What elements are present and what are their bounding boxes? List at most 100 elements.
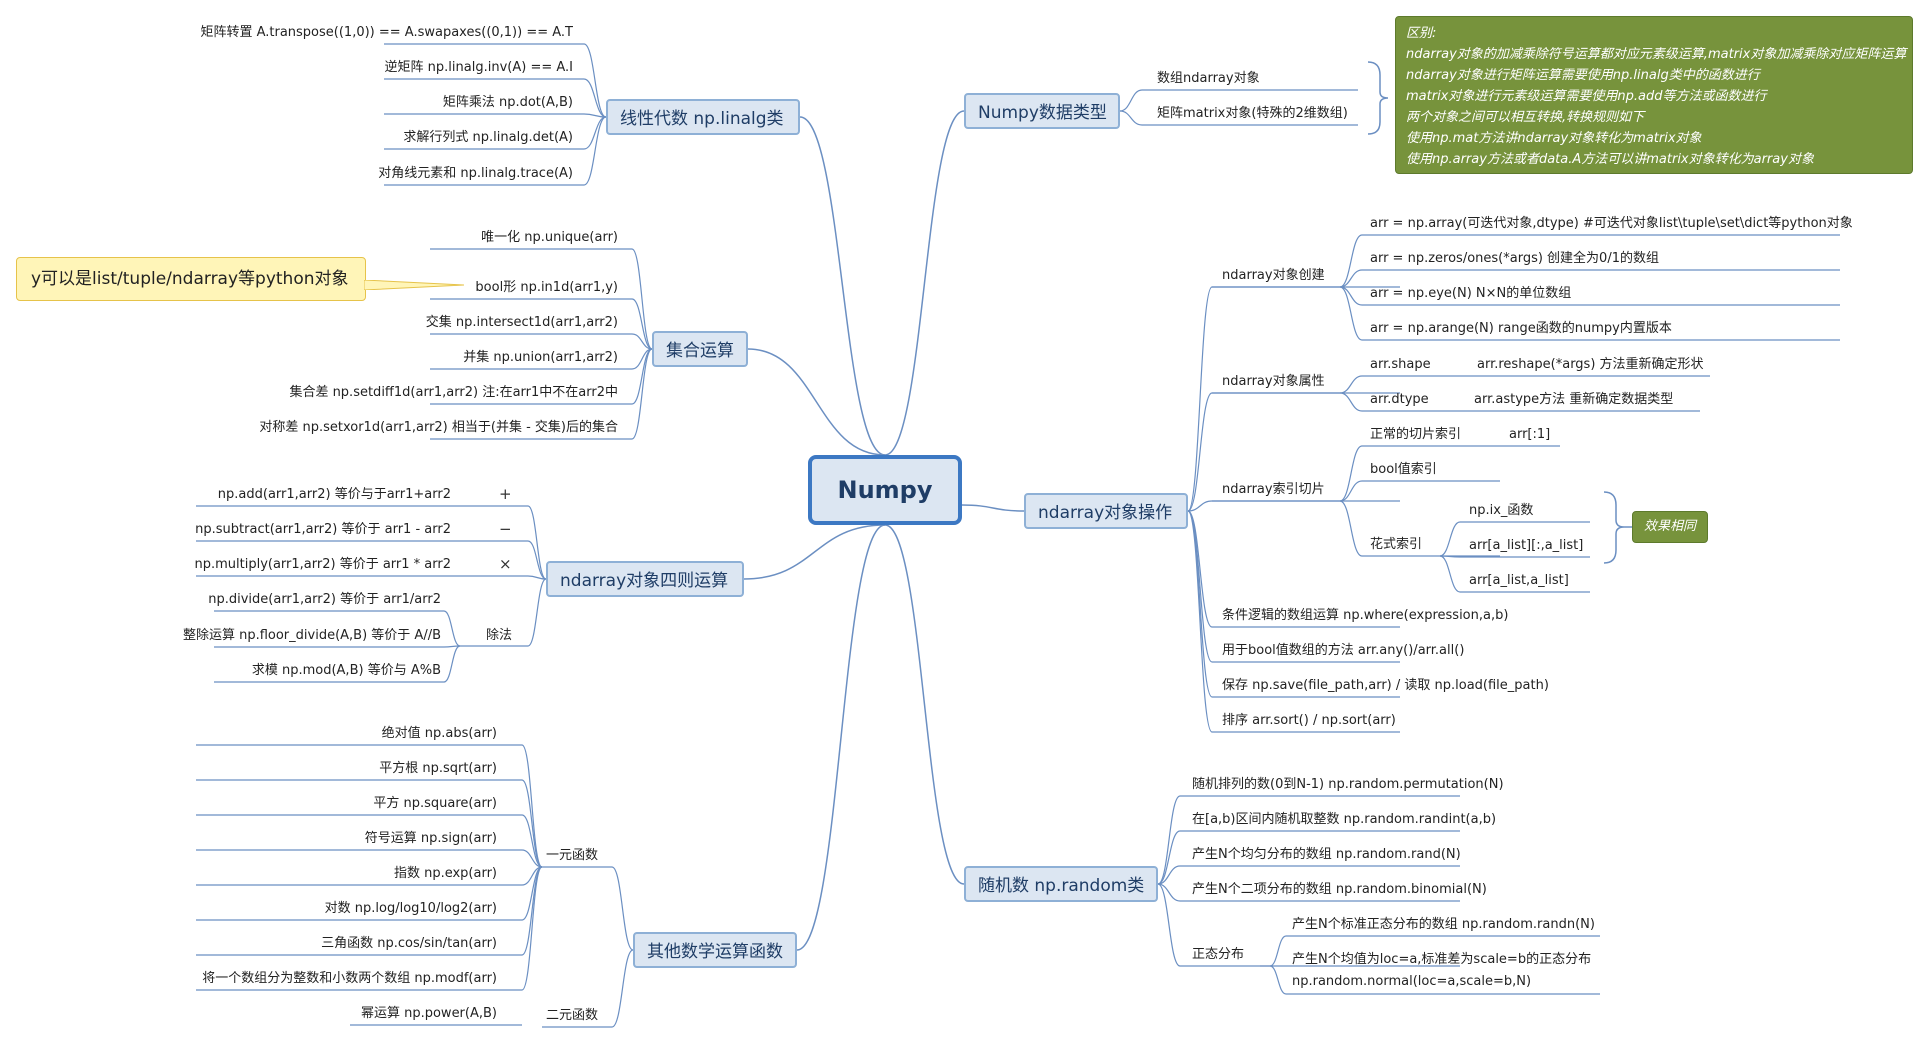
connector — [799, 116, 886, 456]
connector — [521, 744, 543, 868]
random-item: 在[a,b)区间内随机取整数 np.random.randint(a,b) — [1192, 812, 1497, 827]
binary-label: 二元函数 — [546, 1008, 599, 1023]
unary-item: 对数 np.log/log10/log2(arr) — [324, 901, 497, 916]
normal-item: np.random.normal(loc=a,scale=b,N) — [1292, 974, 1532, 989]
unary-item: 符号运算 np.sign(arr) — [364, 831, 497, 846]
branch-math[interactable]: 其他数学运算函数 — [633, 932, 797, 968]
arith-item: np.add(arr1,arr2) 等价与于arr1+arr2 — [217, 487, 451, 502]
connector — [583, 43, 607, 118]
fancy-item: arr[a_list,a_list] — [1469, 573, 1569, 588]
connector — [1187, 392, 1213, 512]
connector — [1157, 795, 1181, 885]
connector — [1187, 510, 1213, 698]
ndops-item: 用于bool值数组的方法 arr.any()/arr.all() — [1222, 643, 1465, 658]
same-effect-note: 效果相同 — [1632, 511, 1708, 543]
connector — [1339, 269, 1363, 288]
connector — [521, 866, 543, 956]
times-operator: × — [499, 555, 512, 573]
connector — [631, 298, 653, 350]
connector — [631, 333, 653, 350]
slice-value: arr[:1] — [1509, 427, 1551, 442]
connector — [796, 524, 886, 951]
note-line: ndarray对象进行矩阵运算需要使用np.linalg类中的函数进行 — [1406, 68, 1760, 83]
sets-item: 对称差 np.setxor1d(arr1,arr2) 相当于(并集 - 交集)后… — [259, 420, 618, 435]
create-item: arr = np.arange(N) range函数的numpy内置版本 — [1370, 321, 1672, 336]
callout-note: y可以是list/tuple/ndarray等python对象 — [16, 257, 366, 301]
sets-item: 并集 np.union(arr1,arr2) — [463, 350, 618, 365]
random-item: 随机排列的数(0到N-1) np.random.permutation(N) — [1192, 777, 1504, 792]
connector — [1603, 491, 1625, 564]
connector — [583, 113, 607, 118]
connector — [521, 849, 543, 868]
connector — [583, 78, 607, 118]
connector — [1339, 375, 1363, 394]
connector — [1339, 500, 1363, 557]
arith-item: 求模 np.mod(A,B) 等价与 A%B — [251, 663, 441, 678]
note-line: ndarray对象的加减乘除符号运算都对应元素级运算,matrix对象加减乘除对… — [1406, 47, 1907, 62]
connector — [1187, 500, 1213, 512]
connector — [1119, 110, 1143, 126]
connector — [1187, 510, 1213, 663]
arith-item: np.multiply(arr1,arr2) 等价于 arr1 * arr2 — [194, 557, 451, 572]
connector — [631, 248, 653, 350]
attr-label: ndarray对象属性 — [1222, 374, 1325, 389]
fancy-item: arr[a_list][:,a_list] — [1469, 538, 1584, 553]
connector — [1439, 555, 1461, 593]
types-item: 数组ndarray对象 — [1157, 71, 1260, 86]
linalg-item: 矩阵转置 A.transpose((1,0)) == A.swapaxes((0… — [200, 25, 573, 40]
connector — [747, 348, 886, 456]
connector — [884, 110, 965, 456]
bool-index-label: bool值索引 — [1370, 462, 1437, 477]
arith-item: np.divide(arr1,arr2) 等价于 arr1/arr2 — [208, 592, 441, 607]
linalg-item: 求解行列式 np.linalg.det(A) — [403, 130, 573, 145]
attr-value: arr.reshape(*args) 方法重新确定形状 — [1477, 357, 1704, 372]
normal-item: 产生N个均值为loc=a,标准差为scale=b的正态分布 — [1292, 952, 1592, 967]
types-item: 矩阵matrix对象(特殊的2维数组) — [1157, 106, 1348, 121]
attr-key: arr.dtype — [1370, 392, 1429, 407]
branch-linalg[interactable]: 线性代数 np.linalg类 — [606, 99, 800, 135]
create-label: ndarray对象创建 — [1222, 268, 1325, 283]
sets-item: bool形 np.in1d(arr1,y) — [475, 280, 618, 295]
note-line: 区别: — [1406, 26, 1437, 41]
branch-arith[interactable]: ndarray对象四则运算 — [546, 561, 744, 597]
connector — [583, 116, 607, 150]
sets-item: 交集 np.intersect1d(arr1,arr2) — [425, 315, 618, 330]
create-item: arr = np.eye(N) N×N的单位数组 — [1370, 286, 1572, 301]
arith-item: 整除运算 np.floor_divide(A,B) 等价于 A//B — [182, 628, 441, 643]
note-line: 使用np.mat方法讲ndarray对象转化为matrix对象 — [1406, 131, 1702, 146]
connector — [443, 645, 461, 683]
binary-item: 幂运算 np.power(A,B) — [360, 1006, 497, 1021]
connector — [521, 779, 543, 868]
connector — [631, 348, 653, 440]
connector — [611, 866, 634, 951]
unary-item: 绝对值 np.abs(arr) — [381, 726, 497, 741]
connector — [1157, 865, 1181, 885]
sets-item: 集合差 np.setdiff1d(arr1,arr2) 注:在arr1中不在ar… — [289, 385, 618, 400]
branch-types[interactable]: Numpy数据类型 — [964, 93, 1120, 129]
minus-operator: − — [499, 520, 512, 538]
branch-sets[interactable]: 集合运算 — [652, 331, 748, 367]
note-line: 两个对象之间可以相互转换,转换规则如下 — [1406, 110, 1645, 125]
connector — [1339, 480, 1363, 502]
difference-note: 区别: ndarray对象的加减乘除符号运算都对应元素级运算,matrix对象加… — [1395, 16, 1913, 174]
root-node[interactable]: Numpy — [808, 455, 962, 525]
connector — [527, 540, 547, 580]
connector — [1119, 89, 1143, 112]
branch-ndarray-ops[interactable]: ndarray对象操作 — [1024, 493, 1188, 529]
branch-random[interactable]: 随机数 np.random类 — [964, 866, 1158, 902]
connector — [1269, 935, 1287, 967]
create-item: arr = np.zeros/ones(*args) 创建全为0/1的数组 — [1370, 251, 1659, 266]
connector — [1187, 286, 1213, 512]
unary-item: 平方根 np.sqrt(arr) — [379, 761, 497, 776]
attr-value: arr.astype方法 重新确定数据类型 — [1474, 392, 1674, 407]
create-item: arr = np.array(可迭代对象,dtype) #可迭代对象list\t… — [1370, 216, 1853, 231]
linalg-item: 矩阵乘法 np.dot(A,B) — [442, 95, 573, 110]
connector — [743, 524, 886, 580]
arith-item: np.subtract(arr1,arr2) 等价于 arr1 - arr2 — [195, 522, 451, 537]
connector — [611, 949, 634, 1028]
unary-label: 一元函数 — [546, 848, 599, 863]
connector — [527, 575, 547, 580]
connector — [1339, 286, 1363, 341]
ndops-item: 保存 np.save(file_path,arr) / 读取 np.load(f… — [1222, 678, 1549, 693]
